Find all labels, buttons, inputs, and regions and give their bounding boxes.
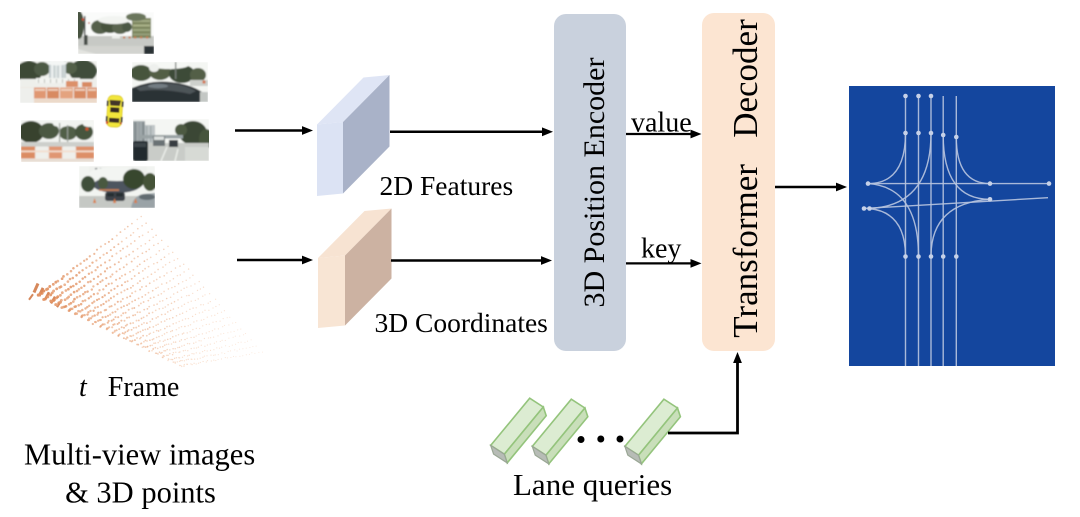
svg-text:Multi-view images: Multi-view images	[24, 438, 255, 472]
svg-text:value: value	[631, 108, 692, 139]
svg-text:3D Position Encoder: 3D Position Encoder	[578, 58, 611, 308]
svg-text:key: key	[641, 234, 681, 265]
svg-text:Lane queries: Lane queries	[513, 467, 672, 502]
svg-text:Transformer Decoder: Transformer Decoder	[726, 19, 765, 338]
svg-text:3D Coordinates: 3D Coordinates	[375, 307, 548, 338]
svg-text:& 3D points: & 3D points	[65, 476, 216, 510]
svg-text:t Frame: t Frame	[79, 372, 179, 403]
svg-text:2D Features: 2D Features	[380, 170, 514, 201]
